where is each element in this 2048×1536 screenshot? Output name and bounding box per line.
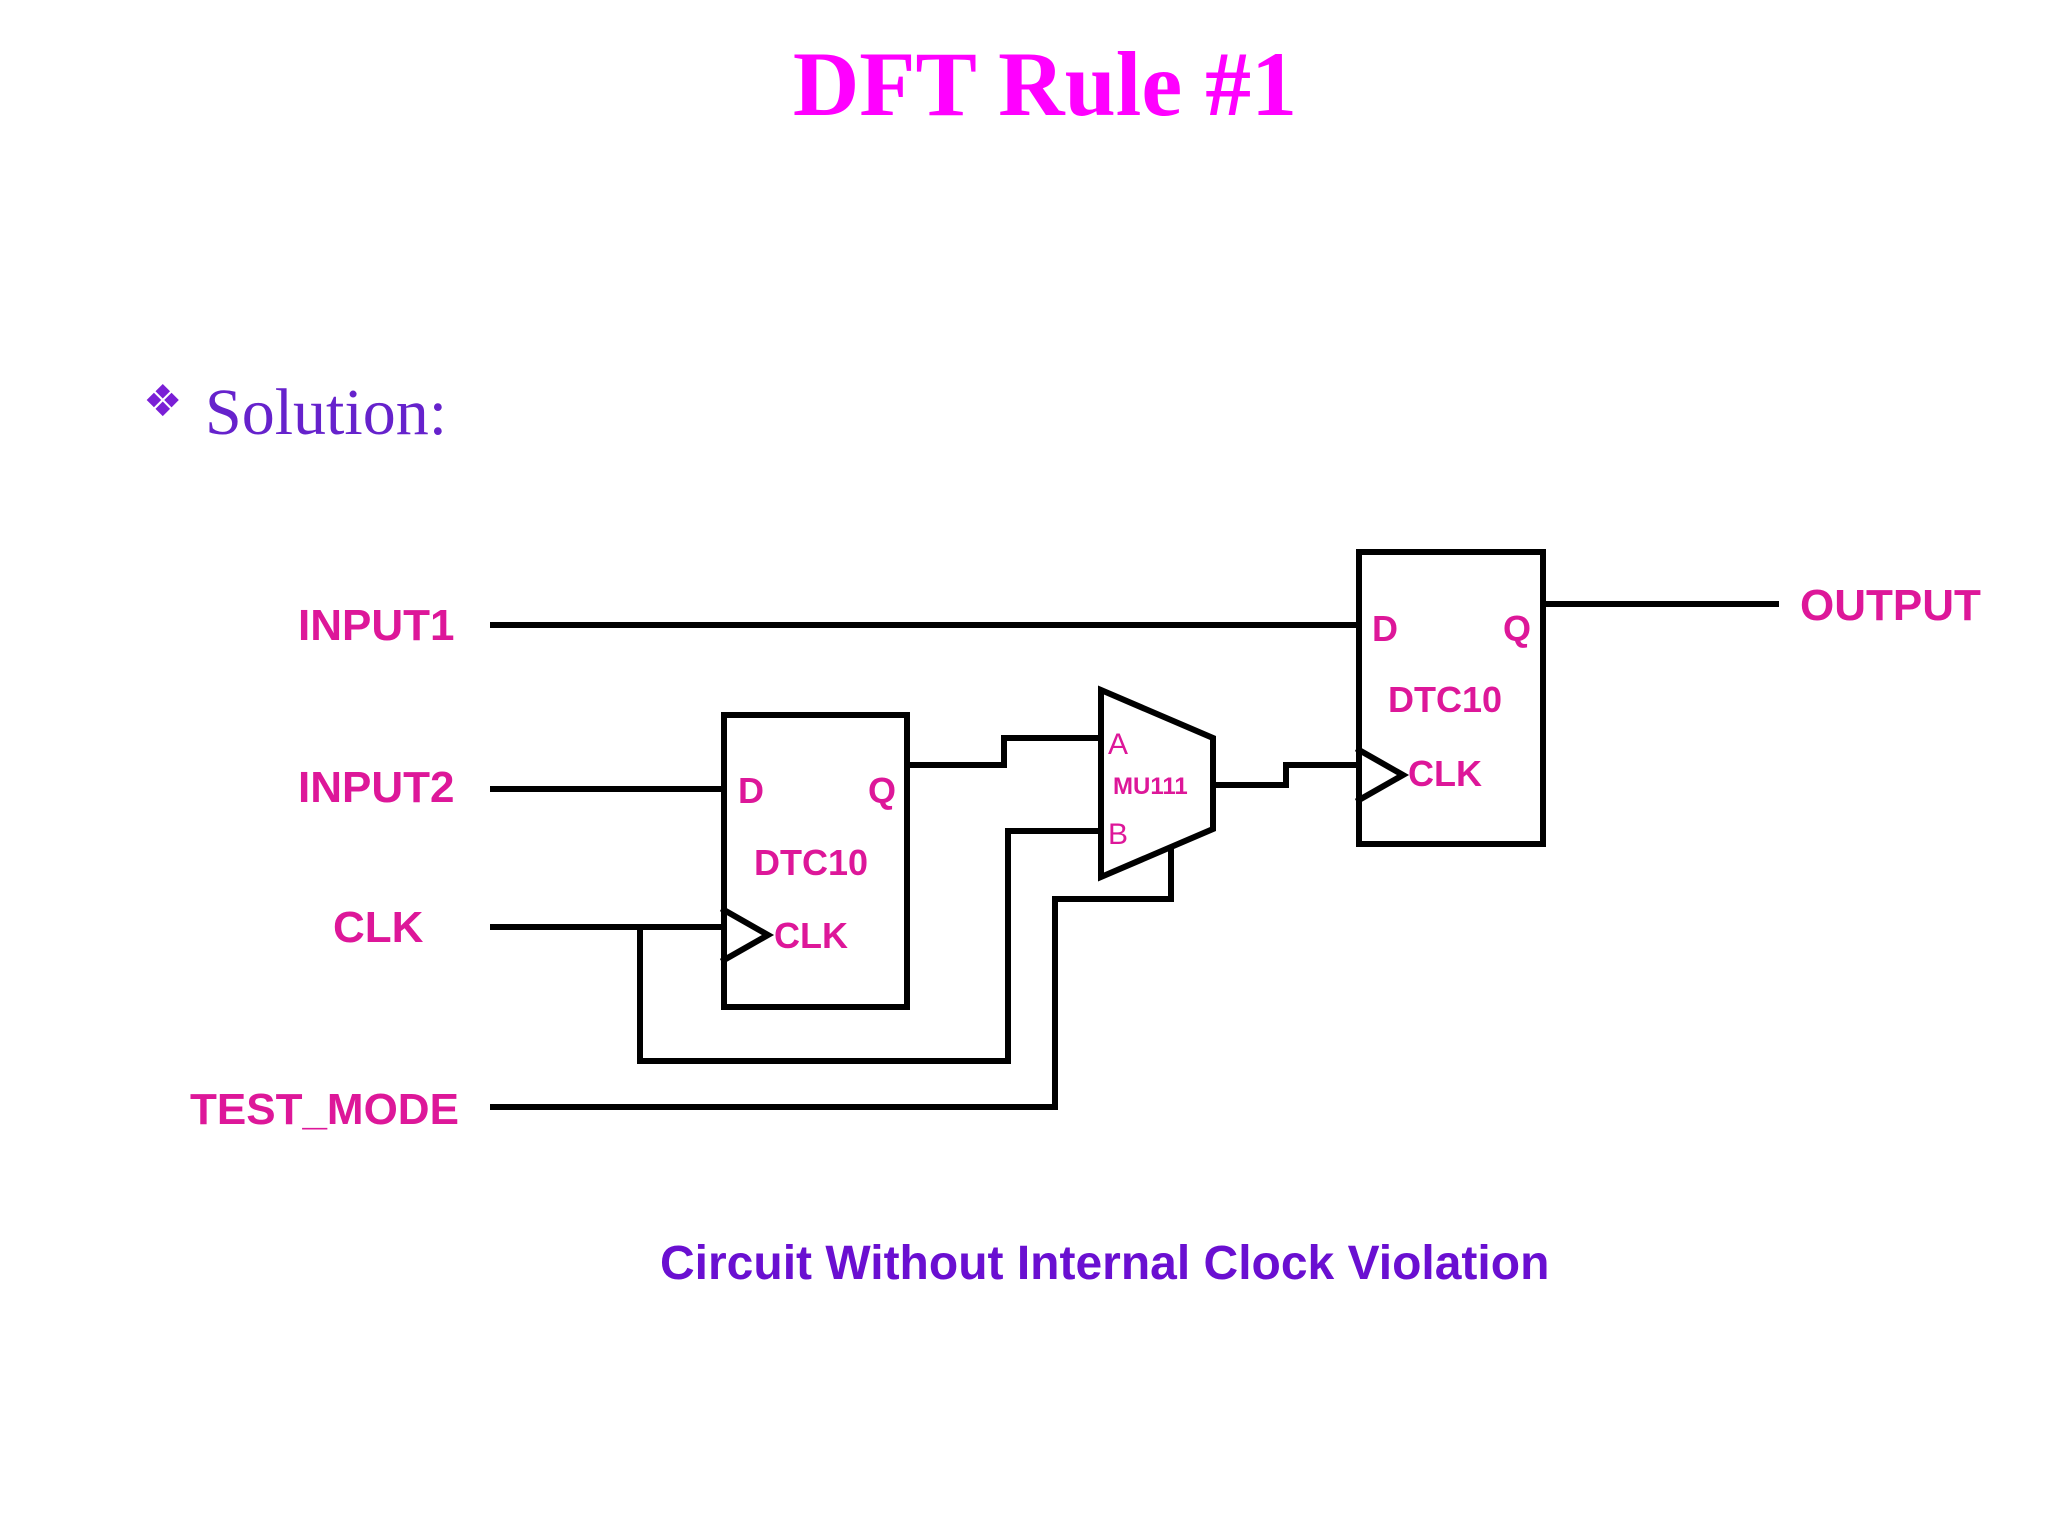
ff2-clk-pin: CLK — [1408, 753, 1482, 794]
mux-out-to-ff2-clk-wire — [1210, 762, 1362, 788]
input2-label: INPUT2 — [298, 763, 454, 812]
mux: A B MU111 — [1098, 685, 1216, 882]
test-mode-wire — [490, 847, 1174, 1110]
mux-a-pin: A — [1108, 728, 1128, 761]
ff1-name: DTC10 — [754, 842, 868, 883]
ff2-body — [1356, 549, 1546, 847]
ff1-clock-triangle — [719, 905, 775, 965]
mux-b-pin: B — [1108, 818, 1128, 851]
slide-title: DFT Rule #1 — [792, 33, 1298, 135]
flip-flop-1: D Q DTC10 CLK — [719, 712, 910, 1010]
ff2-clock-triangle — [1354, 745, 1410, 805]
ff2-q-pin: Q — [1503, 608, 1531, 649]
clk-label: CLK — [333, 903, 424, 952]
ff1-clk-pin: CLK — [774, 915, 848, 956]
solution-heading: Solution: — [205, 376, 448, 449]
mux-body — [1098, 685, 1216, 882]
input1-label: INPUT1 — [298, 601, 454, 650]
ff2-d-pin: D — [1372, 608, 1398, 649]
ff2-name: DTC10 — [1388, 679, 1502, 720]
ff1-q-to-mux-a-wire — [904, 735, 1104, 768]
test-mode-label: TEST_MODE — [190, 1085, 459, 1134]
mux-name: MU111 — [1113, 773, 1188, 800]
diamond-bullet-icon: ❖ — [143, 376, 183, 427]
diagram-caption: Circuit Without Internal Clock Violation — [660, 1237, 1550, 1290]
clk-branch-wire — [637, 828, 1104, 1064]
ff1-body — [721, 712, 910, 1010]
output-label: OUTPUT — [1800, 581, 1981, 630]
ff1-d-pin: D — [738, 770, 764, 811]
ff1-q-pin: Q — [868, 770, 896, 811]
flip-flop-2: D Q DTC10 CLK — [1354, 549, 1546, 847]
